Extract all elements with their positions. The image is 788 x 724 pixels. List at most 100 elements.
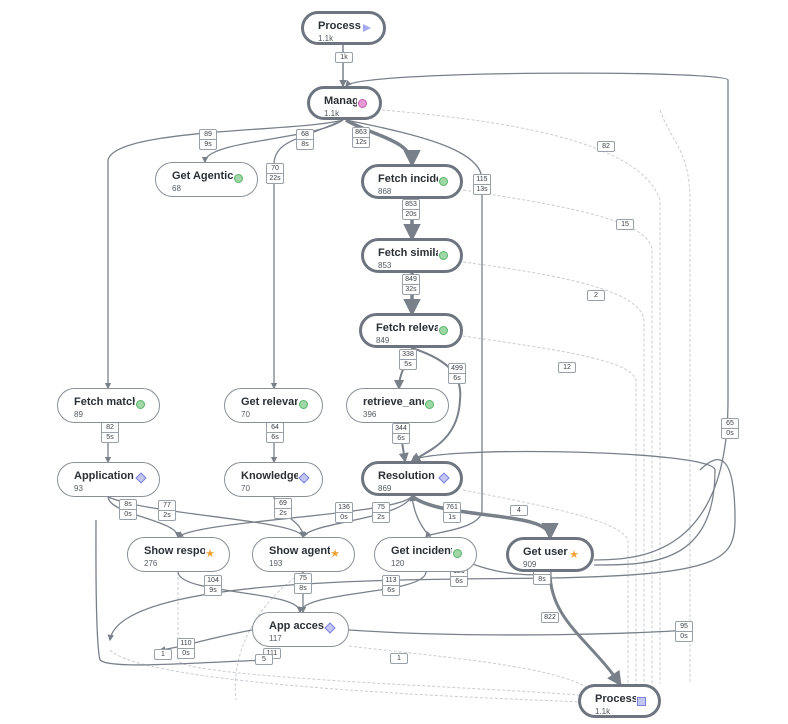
node-retrieve[interactable]: retrieve_and_gen...396 [346,388,449,423]
edge-faint-5[interactable] [177,572,601,699]
edge-label-e-res-end[interactable]: 4 [510,505,528,516]
green-dot-icon [439,326,448,335]
edge-23[interactable] [411,450,716,566]
edge-26[interactable] [158,629,253,653]
edge-label-count: 95 [680,623,688,630]
edge-4[interactable] [345,118,421,168]
edge-28[interactable] [95,519,272,666]
edge-label-duration: 0s [336,512,352,522]
edge-faint-7[interactable] [234,571,304,701]
edge-3[interactable] [270,119,344,390]
node-title: Fetch similar Inci... [378,247,438,259]
node-user-input[interactable]: Get user input909★ [506,537,594,572]
edge-label-e-left-5[interactable]: 5 [255,654,273,665]
node-manager[interactable]: Manager1.1k [307,86,382,120]
edge-24[interactable] [345,72,729,561]
edge-label-e-fetchinc-end[interactable]: 15 [616,219,634,230]
edge-label-count: 75 [299,575,307,582]
node-show-response[interactable]: Show response t...276★ [127,537,230,572]
edge-label-duration: 20s [403,209,419,219]
edge-label-duration: 2s [373,512,389,522]
node-app-access[interactable]: App access coor...117 [252,612,349,647]
node-fetch-incident[interactable]: Fetch incident D...868 [361,164,463,199]
node-start[interactable]: Process Start1.1k [301,11,386,45]
edge-label-duration: 0s [178,648,194,658]
edge-17[interactable] [302,495,413,539]
node-fetch-relevant[interactable]: Fetch relevant kn...849 [359,313,463,348]
edge-label-count: 1 [161,651,165,658]
node-knowledge[interactable]: Knowledge assist...70 [224,462,323,497]
edge-27[interactable] [348,627,687,636]
edge-label-e-mgr-end[interactable]: 82 [597,141,615,152]
edge-label-count: 75 [377,504,385,511]
edge-1[interactable] [104,119,344,390]
node-fetch-matching[interactable]: Fetch matching a...89 [57,388,160,423]
node-agentic[interactable]: Get Agentic AI u...68 [155,162,258,197]
edge-18[interactable] [410,494,559,541]
edge-label-e-start-manager[interactable]: 1k [335,52,353,63]
edge-label-e-similar-end[interactable]: 2 [587,290,605,301]
diamond-icon [438,472,450,484]
star-icon: ★ [569,549,579,561]
edge-faint-4[interactable] [462,489,629,684]
node-get-incident[interactable]: Get incident deta...120 [374,537,477,572]
edge-label-e-userinput-end[interactable]: 822 [541,612,559,623]
edge-faint-2[interactable] [462,261,645,684]
edge-label-e-relevant-end[interactable]: 12 [558,362,576,373]
node-show-agent[interactable]: Show agent resp...193★ [252,537,355,572]
edge-5[interactable] [345,119,483,539]
node-end[interactable]: Process End1.1k [578,684,661,718]
edge-faint-6[interactable] [348,645,591,691]
edge-label-count: 5 [262,656,266,663]
edge-2[interactable] [201,119,344,164]
node-count: 1.1k [318,34,334,43]
edge-25[interactable] [548,571,622,687]
node-resolution[interactable]: Resolution Plan ...869 [361,461,463,496]
edge-label-count: 499 [451,365,463,372]
node-fetch-similar[interactable]: Fetch similar Inci...853 [361,238,463,273]
edge-label-duration: 5s [102,432,118,442]
node-app-finder[interactable]: Application finder93 [57,462,160,497]
edge-19[interactable] [177,571,304,614]
pink-dot-icon [358,99,367,108]
edge-9[interactable] [410,347,462,463]
edge-16[interactable] [176,495,413,538]
edge-label-e-left-1[interactable]: 1 [154,649,172,660]
edge-faint-8[interactable] [109,649,579,703]
edge-21[interactable] [298,571,427,614]
edge-faint-3[interactable] [462,335,637,684]
edge-faint-9[interactable] [659,109,691,684]
edge-13[interactable] [107,496,182,539]
edge-label-e-appaccess-end[interactable]: 1 [390,653,408,664]
node-count: 89 [74,410,83,419]
edge-faint-1[interactable] [462,189,653,684]
edge-faint-0[interactable] [381,109,661,684]
green-dot-icon [234,174,243,183]
node-get-relevant[interactable]: Get relevant arti...70 [224,388,323,423]
